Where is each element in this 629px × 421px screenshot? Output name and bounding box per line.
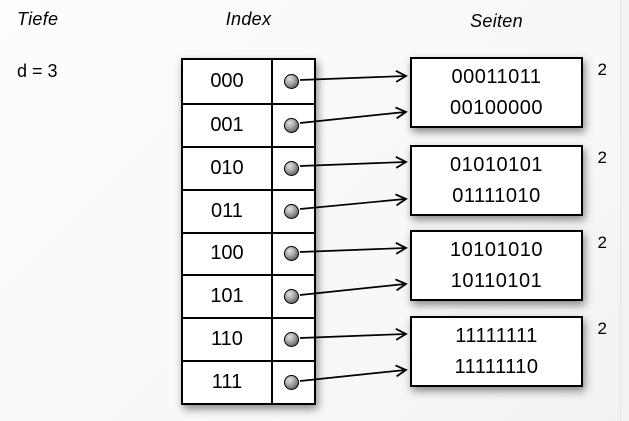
index-row-bits: 110 — [183, 319, 273, 361]
index-row-bits: 010 — [183, 147, 273, 189]
page-entry: 10110101 — [450, 269, 543, 292]
pointer-cell — [273, 276, 314, 317]
index-row: 111 — [183, 360, 314, 403]
pointer-cell — [273, 234, 314, 275]
index-row-bits: 100 — [183, 233, 273, 275]
pointer-dot-icon — [284, 289, 299, 305]
page-entry: 01111010 — [452, 184, 541, 207]
pointer-dot-icon — [284, 73, 299, 89]
index-row: 110 — [183, 317, 314, 361]
local-depth-badge: 2 — [597, 319, 607, 338]
pointer-cell — [273, 191, 314, 232]
local-depth-badge: 2 — [597, 233, 607, 252]
index-row-bits: 101 — [183, 276, 273, 318]
index-row-bits: 011 — [183, 190, 273, 232]
pointer-dot-icon — [284, 160, 299, 176]
pages-column-title: Seiten — [470, 11, 523, 31]
pointer-cell — [273, 148, 314, 189]
index-row: 100 — [183, 231, 314, 275]
pointer-cell — [273, 362, 314, 403]
index-row: 101 — [183, 274, 314, 318]
global-depth-value: d = 3 — [17, 61, 58, 81]
pointer-dot-icon — [284, 375, 299, 391]
page-box-3: 10101010 10110101 2 — [410, 230, 607, 301]
pointer-dot-icon — [284, 332, 299, 348]
pointer-cell — [273, 319, 314, 360]
page-box-1: 00011011 00100000 2 — [410, 57, 607, 128]
depth-column-title: Tiefe — [17, 9, 59, 29]
page-entry: 11111111 — [455, 324, 538, 347]
pointer-dot-icon — [284, 246, 299, 262]
page-entry: 11111110 — [454, 355, 539, 378]
index-row: 000 — [183, 60, 314, 103]
index-column-title: Index — [225, 9, 272, 29]
background-edge-band — [620, 0, 629, 421]
index-row: 001 — [183, 102, 314, 146]
page-entry: 10101010 — [450, 238, 543, 261]
local-depth-badge: 2 — [597, 148, 607, 167]
index-table: 000 001 010 011 100 101 110 111 — [181, 58, 316, 405]
page-entry: 00100000 — [450, 96, 543, 119]
page-box-2: 01010101 01111010 2 — [410, 145, 607, 216]
pointer-cell — [273, 60, 314, 103]
index-row-bits: 001 — [183, 104, 273, 146]
pointer-cell — [273, 105, 314, 146]
local-depth-badge: 2 — [597, 60, 607, 79]
index-row: 010 — [183, 145, 314, 189]
pointer-dot-icon — [284, 117, 299, 133]
index-row-bits: 111 — [183, 362, 273, 403]
index-row: 011 — [183, 188, 314, 232]
pointer-dot-icon — [284, 203, 299, 219]
page-entry: 00011011 — [451, 65, 542, 88]
index-row-bits: 000 — [183, 60, 273, 103]
page-box-4: 11111111 11111110 2 — [410, 316, 607, 387]
page-entry: 01010101 — [450, 153, 543, 176]
